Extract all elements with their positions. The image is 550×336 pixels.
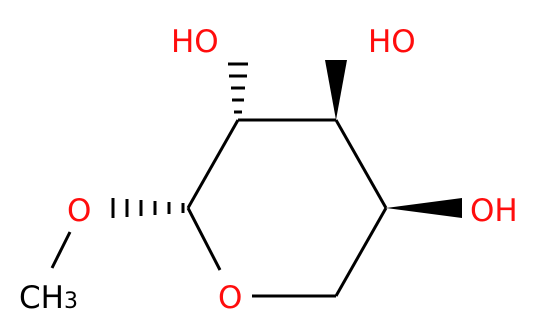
bond-c3-c4	[334, 119, 388, 209]
bond-omethoxy-methyl	[50, 231, 72, 269]
hashed-wedge-c1-omethoxy	[111, 198, 185, 218]
methyl-subscript: 3	[64, 289, 78, 314]
hashed-wedge-c2-oh	[228, 62, 248, 114]
atom-o-methoxy: O	[67, 193, 91, 229]
bond-c4-c5	[334, 207, 388, 297]
bond-c1-c2	[186, 119, 240, 209]
ring-bonds	[186, 118, 388, 298]
atom-methyl: CH3	[19, 280, 78, 316]
atom-oh-right: OH	[470, 193, 518, 229]
atom-o-ring: O	[218, 280, 242, 316]
atom-oh-top-right: HO	[368, 24, 416, 60]
methyl-label: CH	[19, 280, 64, 316]
bond-oring-c1	[186, 207, 222, 271]
solid-wedge-c4-oh	[386, 198, 462, 218]
solid-wedge-c3-oh	[325, 60, 347, 120]
atom-oh-top-left: HO	[171, 24, 219, 60]
